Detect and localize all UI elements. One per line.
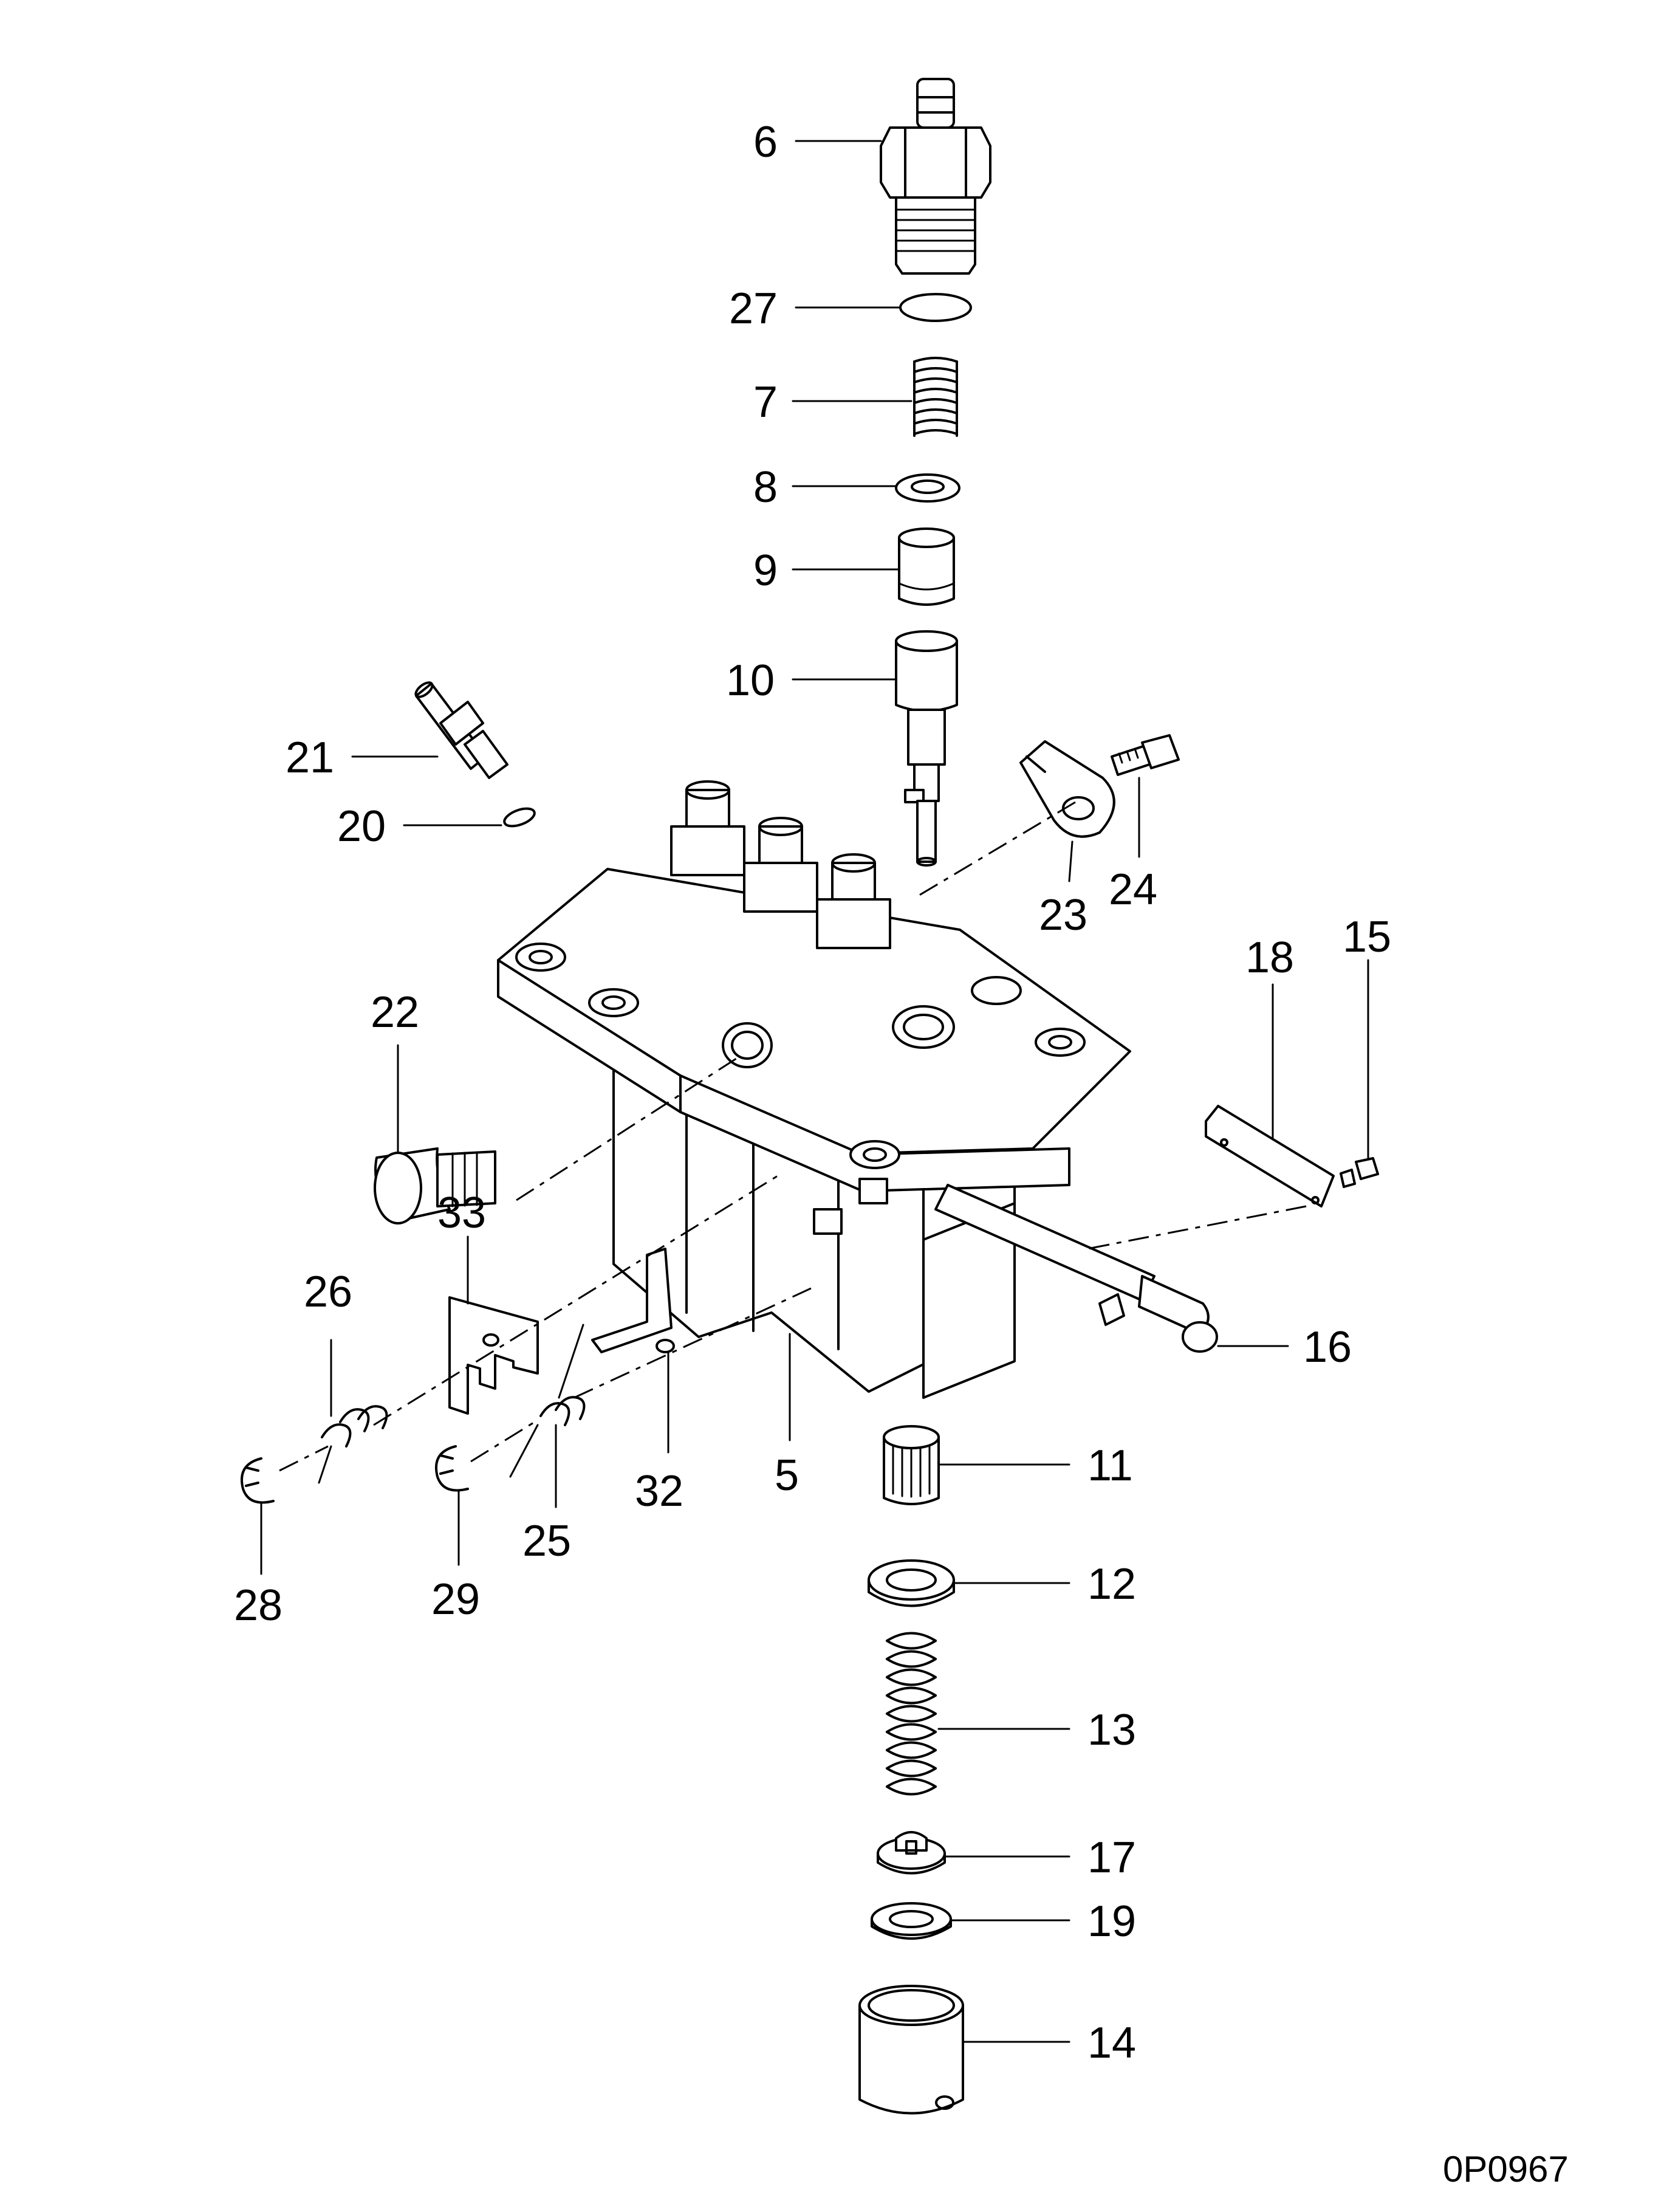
callout-label-25: 25 [522,1517,571,1565]
callout-6: 6 [753,118,882,167]
callout-23: 23 [1039,840,1087,939]
callout-33: 33 [437,1189,486,1305]
callout-label-18: 18 [1245,933,1294,982]
part-5-pump-body [497,780,1218,1399]
part-10-plunger [895,630,958,867]
callout-20: 20 [337,802,502,851]
callout-14: 14 [962,2019,1136,2067]
callout-label-8: 8 [753,463,778,512]
part-28-e-clip [241,1457,275,1504]
callout-label-7: 7 [753,378,778,427]
callout-label-24: 24 [1109,865,1157,914]
callout-12: 12 [953,1560,1136,1609]
assembly-lines [279,801,1307,1472]
callout-24: 24 [1109,777,1157,914]
part-7-spring [913,357,958,437]
callout-label-28: 28 [234,1581,282,1630]
callout-label-19: 19 [1087,1897,1136,1946]
callout-label-23: 23 [1039,891,1087,939]
callout-19: 19 [950,1897,1136,1946]
callout-25: 25 [522,1424,571,1565]
callout-29: 29 [431,1491,480,1624]
part-29-e-clip [435,1445,469,1492]
callout-11: 11 [939,1441,1133,1490]
part-15-screw [1340,1157,1379,1188]
part-12-spring-seat [868,1559,955,1607]
part-24-bolt [1111,734,1180,776]
callout-22: 22 [371,988,419,1153]
callout-label-17: 17 [1087,1833,1136,1882]
callout-5: 5 [775,1333,799,1500]
drawing-code: 0P0967 [1443,2149,1569,2190]
part-21-inlet-fitting [414,681,508,779]
part-6-delivery-valve-holder [880,78,991,275]
callout-label-12: 12 [1087,1560,1136,1609]
callout-8: 8 [753,463,897,512]
part-23-clamp [1019,740,1115,838]
callout-label-32: 32 [635,1467,683,1516]
callout-16: 16 [1217,1323,1352,1372]
callout-label-14: 14 [1087,2019,1136,2067]
callout-label-16: 16 [1303,1323,1352,1372]
callout-7: 7 [753,378,912,427]
part-25-spring [509,1324,586,1478]
callout-32: 32 [635,1351,683,1516]
callout-26: 26 [304,1268,352,1417]
part-22-plug [374,1147,496,1224]
callout-17: 17 [943,1833,1136,1882]
part-11-control-sleeve [883,1425,940,1505]
callout-label-29: 29 [431,1575,480,1624]
part-19-adjusting-shim [871,1902,952,1940]
callout-10: 10 [726,656,897,705]
callout-label-6: 6 [753,118,778,167]
callout-28: 28 [234,1503,282,1630]
callout-18: 18 [1245,933,1294,1141]
part-20-o-ring [503,807,536,828]
part-27-o-ring [899,293,972,322]
callout-label-15: 15 [1343,913,1391,961]
part-18-plate [1205,1105,1335,1207]
callout-label-13: 13 [1087,1706,1136,1754]
part-26-spring [318,1405,388,1484]
callout-15: 15 [1343,913,1391,1159]
callout-label-10: 10 [726,656,775,705]
callout-label-26: 26 [304,1268,352,1316]
part-13-plunger-spring [886,1632,937,1796]
part-17-lower-spring-seat [877,1831,946,1875]
callout-21: 21 [286,733,439,782]
callout-label-20: 20 [337,802,386,851]
callout-13: 13 [937,1706,1136,1754]
callout-label-33: 33 [437,1189,486,1237]
callout-label-5: 5 [775,1451,799,1500]
callout-label-9: 9 [753,546,778,595]
callout-label-11: 11 [1087,1441,1133,1490]
part-9-valve [898,527,955,606]
callout-27: 27 [729,284,900,333]
callout-label-22: 22 [371,988,419,1037]
part-8-washer [895,473,960,503]
callout-label-21: 21 [286,733,334,782]
part-32-link-lever [591,1248,675,1353]
callout-label-27: 27 [729,284,778,333]
part-14-tappet [858,1985,964,2115]
part-33-bracket [448,1296,539,1415]
callout-9: 9 [753,546,899,595]
